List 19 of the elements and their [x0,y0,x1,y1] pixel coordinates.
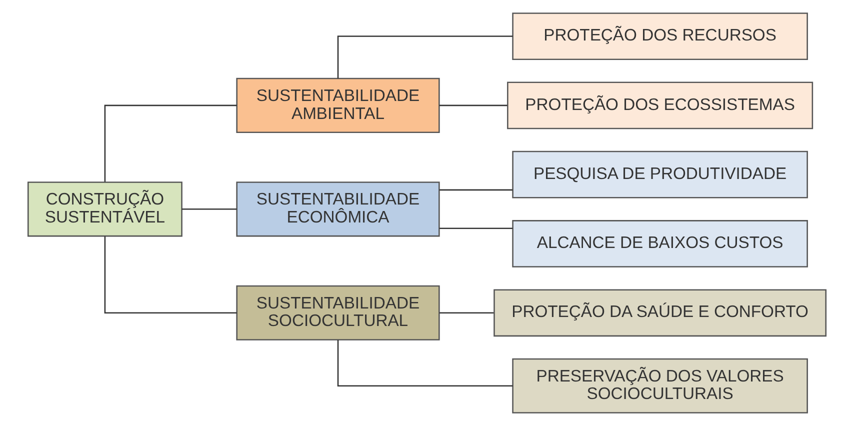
node-box: PROTEÇÃO DOS ECOSSISTEMAS [507,82,814,130]
node-box: SUSTENTABILIDADE SOCIOCULTURAL [236,285,440,340]
node-box: SUSTENTABILIDADE AMBIENTAL [236,78,440,133]
connector [439,312,494,314]
connector [182,208,237,210]
node-box: SUSTENTABILIDADE ECONÔMICA [236,182,440,237]
connector [104,104,237,182]
node-box: PRESERVAÇÃO DOS VALORES SOCIOCULTURAIS [512,358,808,414]
node-box: PROTEÇÃO DA SAÚDE E CONFORTO [494,289,827,337]
node-box: PROTEÇÃO DOS RECURSOS [512,12,808,60]
connector [439,228,513,229]
node-box: ALCANCE DE BAIXOS CUSTOS [512,220,808,268]
connector [337,340,513,386]
connector [439,104,508,106]
node-box: PESQUISA DE PRODUTIVIDADE [512,150,808,198]
connector [439,189,513,191]
node-box: CONSTRUÇÃO SUSTENTÁVEL [27,182,182,237]
connector [104,236,237,314]
connector [337,36,513,78]
